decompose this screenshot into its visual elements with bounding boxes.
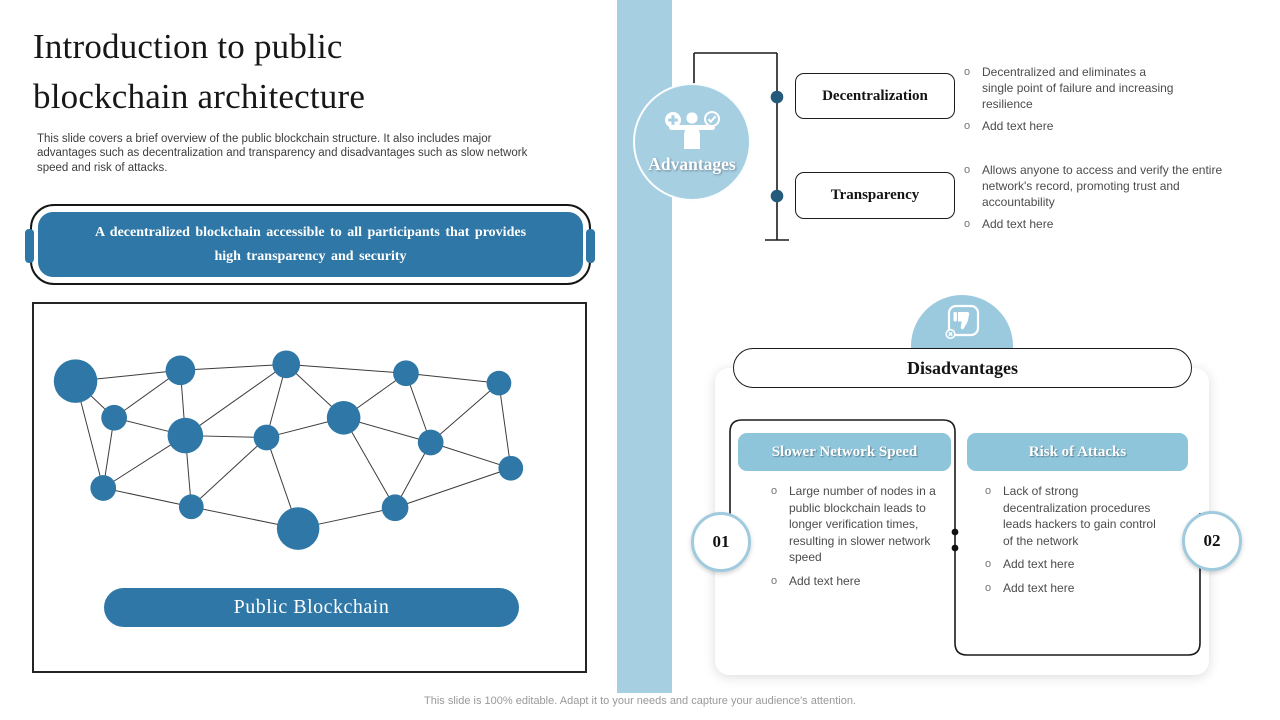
bullet-item: Add text here [985, 580, 1163, 597]
disadvantage-title-slower-network-speed: Slower Network Speed [738, 433, 951, 471]
network-node [53, 359, 98, 403]
bullet-item: Add text here [985, 556, 1163, 573]
disadvantages-panel: Slower Network Speed Risk of Attacks Lar… [715, 368, 1209, 675]
risk-of-attacks-bullets: Lack of strong decentralization procedur… [977, 483, 1163, 603]
bullet-item: Add text here [964, 216, 1225, 232]
advantage-title-decentralization: Decentralization [795, 73, 955, 119]
advantages-label: Advantages [648, 154, 736, 174]
network-node [381, 494, 409, 522]
banner-left-tab [25, 229, 34, 263]
network-node [272, 350, 301, 379]
disadvantage-title-risk-of-attacks: Risk of Attacks [967, 433, 1188, 471]
bracket-dot [951, 528, 959, 536]
bracket-dot [951, 544, 959, 552]
advantage-title-transparency: Transparency [795, 172, 955, 219]
network-node [253, 424, 280, 451]
bullet-item: Add text here [771, 573, 939, 590]
network-node [276, 507, 320, 550]
network-node [486, 370, 512, 396]
bullet-item: Lack of strong decentralization procedur… [985, 483, 1163, 549]
network-node [101, 404, 127, 431]
people-plus-check-icon [665, 111, 720, 149]
definition-banner: A decentralized blockchain accessible to… [30, 204, 591, 285]
network-node [165, 355, 196, 386]
slower-network-speed-bullets: Large number of nodes in a public blockc… [763, 483, 939, 596]
network-node [326, 400, 361, 435]
slide-description: This slide covers a brief overview of th… [37, 133, 528, 174]
banner-right-tab [586, 229, 595, 263]
network-node [393, 360, 419, 387]
public-blockchain-label: Public Blockchain [104, 588, 519, 627]
network-diagram-box: Public Blockchain [32, 302, 587, 673]
transparency-bullets: Allows anyone to access and verify the e… [956, 162, 1225, 238]
definition-banner-text: A decentralized blockchain accessible to… [94, 224, 527, 264]
bullet-item: Allows anyone to access and verify the e… [964, 162, 1225, 210]
advantages-badge: Advantages [633, 83, 751, 201]
bullet-item: Large number of nodes in a public blockc… [771, 483, 939, 566]
network-node [178, 494, 204, 520]
number-badge-02: 02 [1182, 511, 1242, 571]
bullet-item: Add text here [964, 118, 1175, 134]
connector-dot [770, 189, 784, 203]
bullet-item: Decentralized and eliminates a single po… [964, 64, 1175, 112]
definition-banner-fill: A decentralized blockchain accessible to… [38, 212, 583, 277]
number-badge-01: 01 [691, 512, 751, 572]
thumbs-down-icon [945, 304, 980, 340]
page-title: Introduction to public blockchain archit… [33, 27, 366, 117]
network-node [90, 475, 117, 501]
network-node [498, 455, 524, 481]
disadvantages-heading: Disadvantages [733, 348, 1192, 388]
network-node [167, 417, 204, 454]
decentralization-bullets: Decentralized and eliminates a single po… [956, 64, 1175, 140]
connector-dot [770, 90, 784, 104]
network-svg [53, 350, 524, 550]
network-node [417, 429, 444, 456]
footer-note: This slide is 100% editable. Adapt it to… [424, 695, 856, 707]
